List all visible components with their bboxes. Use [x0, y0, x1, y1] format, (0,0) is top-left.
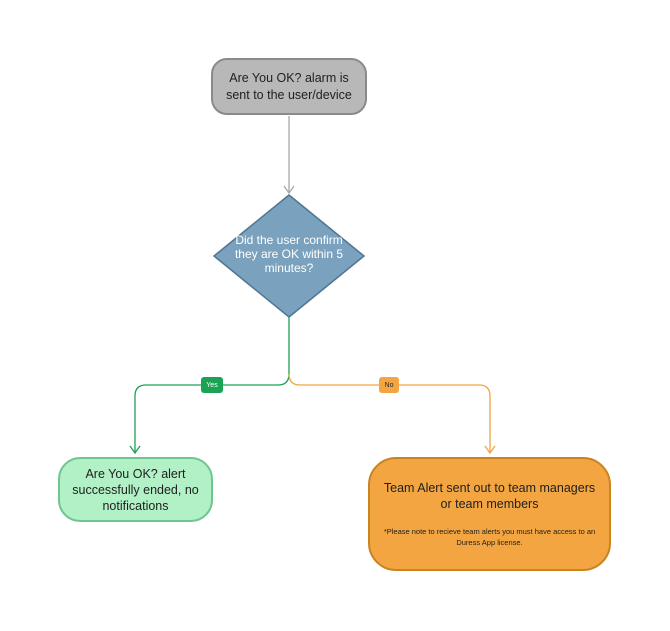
start-node: Are You OK? alarm is sent to the user/de… — [211, 58, 367, 115]
no-edge-label: No — [379, 377, 399, 393]
start-node-text: Are You OK? alarm is sent to the user/de… — [226, 70, 352, 102]
arrowhead-yes — [129, 445, 141, 455]
yes-edge-label: Yes — [201, 377, 223, 393]
connector-no — [288, 373, 491, 452]
yes-outcome-node: Are You OK? alert successfully ended, no… — [58, 457, 213, 522]
yes-outcome-text: Are You OK? alert successfully ended, no… — [72, 466, 199, 513]
no-outcome-title: Team Alert sent out to team managers or … — [383, 481, 596, 511]
no-outcome-note: *Please note to recieve team alerts you … — [383, 527, 596, 547]
arrowhead-start-decision — [283, 185, 295, 195]
decision-node-text: Did the user confirm they are OK within … — [234, 233, 344, 275]
no-outcome-node: Team Alert sent out to team managers or … — [368, 457, 611, 571]
arrowhead-no — [484, 445, 496, 455]
